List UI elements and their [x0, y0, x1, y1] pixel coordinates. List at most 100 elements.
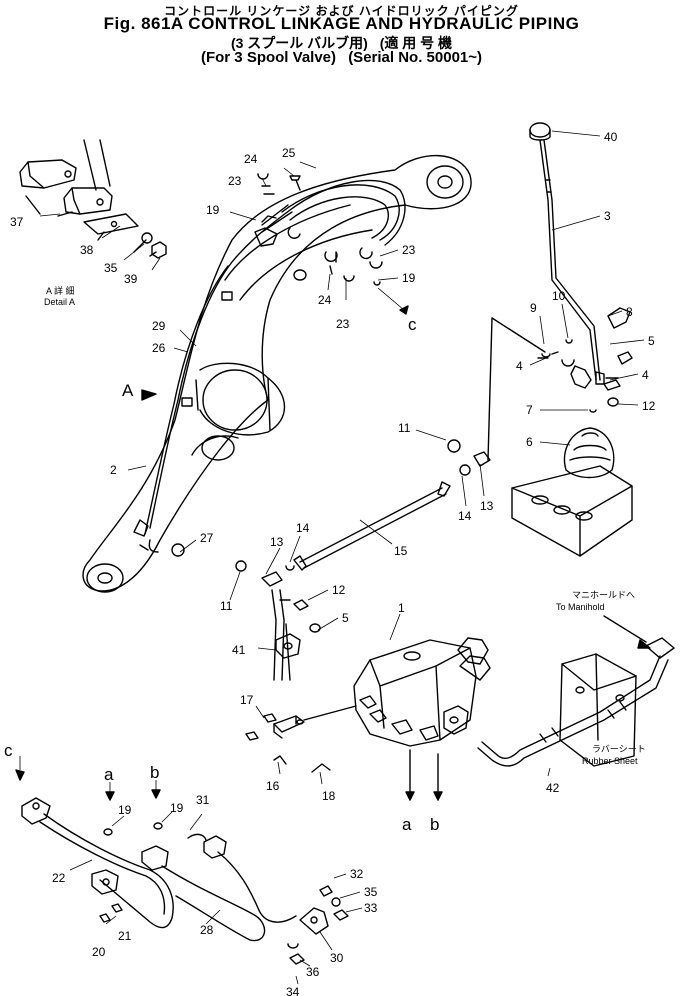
subtitle-japanese-row: (3 スプール バルブ用) (適 用 号 機 [0, 33, 683, 53]
callout-1: 1 [398, 601, 405, 615]
o-ring-19-left [103, 828, 113, 836]
figure-title: Fig. 861A CONTROL LINKAGE AND HYDRAULIC … [103, 14, 580, 33]
bracket-parts [287, 885, 349, 965]
serial-english: (Serial No. 50001~) [348, 49, 483, 66]
serial-japanese: (適 用 号 機 [379, 35, 453, 51]
control-lever [529, 122, 633, 413]
callout-8: 8 [626, 305, 633, 319]
flow-arrow-b-lower [151, 789, 161, 799]
manifold-en: To Manihold [556, 602, 605, 612]
callout-19-lower-left: 19 [118, 803, 132, 817]
callout-27: 27 [200, 531, 214, 545]
view-letter-a: A [122, 381, 134, 400]
callout-11-upper: 11 [398, 421, 411, 435]
spec-japanese: (3 スプール バルブ用) [230, 35, 368, 51]
callout-2: 2 [110, 463, 117, 477]
callout-numbers: 40 3 8 5 4 4 12 7 6 9 10 11 13 14 15 14 … [10, 130, 656, 996]
callout-17: 17 [240, 693, 254, 707]
flow-arrow-a-lower [105, 791, 115, 801]
rubber-sheet-en: Rubber Sheet [582, 756, 638, 766]
subtitle-english-row: (For 3 Spool Valve) (Serial No. 50001~) [0, 49, 683, 66]
pipe-and-rubber-sheet [477, 615, 675, 767]
callout-38: 38 [80, 243, 94, 257]
callout-39: 39 [124, 272, 138, 286]
hose-lines [133, 173, 406, 557]
linkage-rod [235, 317, 546, 633]
port-letter-c-pipe: c [4, 741, 13, 760]
callout-35-lower: 35 [364, 885, 378, 899]
port-letter-b-pipe: b [150, 763, 159, 782]
callout-4-left: 4 [516, 359, 523, 373]
callout-19-upper: 19 [206, 203, 220, 217]
valve-link [245, 705, 357, 773]
callout-12-upper: 12 [642, 399, 656, 413]
callout-42: 42 [546, 781, 560, 795]
callout-13-left: 13 [270, 535, 284, 549]
callout-14-left: 14 [296, 521, 310, 535]
callout-13-right: 13 [480, 499, 494, 513]
flow-arrow-b [433, 791, 443, 801]
port-letters: a b a b c c A [4, 315, 439, 834]
leader-lines [19, 130, 645, 985]
callout-19-lower-right: 19 [170, 801, 184, 815]
port-letter-a-pipe: a [104, 765, 114, 784]
callout-15: 15 [394, 544, 408, 558]
callout-22: 22 [52, 871, 66, 885]
callout-35-upper: 35 [104, 261, 118, 275]
callout-9: 9 [530, 301, 537, 315]
callout-33: 33 [364, 901, 378, 915]
detail-a-en: Detail A [44, 297, 75, 307]
callout-24-upper: 24 [244, 152, 258, 166]
callout-34: 34 [286, 985, 300, 996]
flow-arrow-c-lower [15, 769, 25, 781]
callout-5-upper: 5 [648, 334, 655, 348]
callout-14-right: 14 [458, 509, 472, 523]
callout-28: 28 [200, 923, 214, 937]
detail-a-jp: A 詳 細 [46, 285, 75, 296]
port-letter-b-valve: b [430, 815, 439, 834]
callout-30: 30 [330, 951, 344, 965]
callout-12-lower: 12 [332, 583, 346, 597]
flow-arrow-a [405, 791, 415, 801]
callout-3: 3 [604, 209, 611, 223]
callout-23-lower: 23 [336, 317, 350, 331]
manifold-jp: マニホールドへ [572, 590, 635, 600]
callout-16: 16 [266, 779, 280, 793]
callout-24-lower: 24 [318, 293, 332, 307]
callout-29: 29 [152, 319, 166, 333]
callout-11-lower: 11 [220, 599, 233, 613]
callout-32: 32 [350, 867, 364, 881]
callout-41: 41 [232, 643, 246, 657]
spec-english: (For 3 Spool Valve) [200, 49, 337, 66]
callout-5-lower: 5 [342, 611, 349, 625]
manifold-arrow [637, 639, 651, 649]
callout-26: 26 [152, 341, 166, 355]
lower-pipes [21, 797, 297, 942]
diagram-notes: A 詳 細 Detail A マニホールドへ To Manihold ラバーシー… [44, 285, 646, 766]
detail-a-clamps [19, 139, 167, 259]
boom [82, 154, 472, 593]
callout-40: 40 [604, 130, 618, 144]
callout-6: 6 [526, 435, 533, 449]
rubber-sheet-jp: ラバーシート [592, 744, 646, 754]
title-japanese: コントロール リンケージ および ハイドロリック パイピング [164, 4, 519, 18]
callout-20: 20 [92, 945, 106, 959]
callout-36: 36 [306, 965, 320, 979]
port-letter-a-valve: a [402, 815, 412, 834]
callout-23-right: 23 [402, 243, 416, 257]
lever-boot-and-console [511, 427, 633, 557]
callout-25: 25 [282, 146, 296, 160]
callout-4-right: 4 [642, 368, 649, 382]
o-ring-19-right [153, 822, 163, 830]
callout-19-right: 19 [402, 271, 416, 285]
control-valve [353, 637, 491, 801]
callout-18: 18 [322, 789, 336, 803]
callout-31: 31 [196, 793, 210, 807]
callout-23-upper: 23 [228, 174, 242, 188]
view-arrow-a [141, 389, 157, 401]
port-letter-c-boom: c [408, 315, 417, 334]
callout-37: 37 [10, 215, 24, 229]
callout-7: 7 [526, 403, 533, 417]
callout-10: 10 [552, 289, 566, 303]
